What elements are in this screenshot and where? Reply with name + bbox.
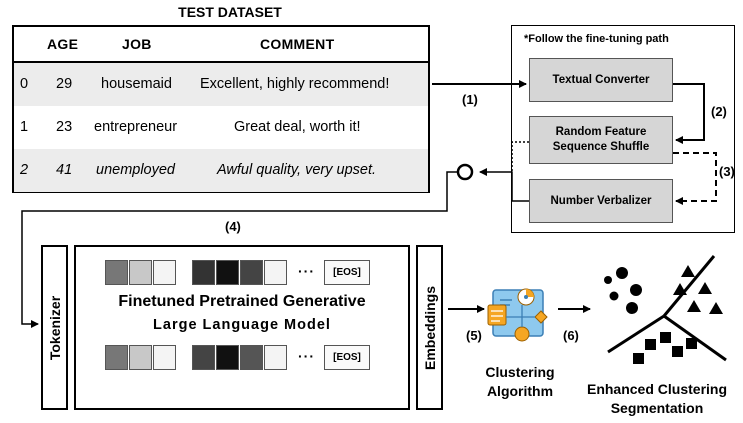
job-cell: unemployed xyxy=(96,162,175,178)
table-row: 1 23 entrepreneur Great deal, worth it! xyxy=(14,106,428,149)
junction-node xyxy=(456,163,474,181)
segmentation-plot xyxy=(604,255,727,364)
embedding-block xyxy=(153,345,176,370)
cluster-point-square xyxy=(645,339,656,350)
cluster-point-triangle xyxy=(681,265,695,277)
job-cell: entrepreneur xyxy=(94,119,178,135)
dataset-table: AGE JOB COMMENT 0 29 housemaid Excellent… xyxy=(12,25,430,193)
verbalizer-out-arrow xyxy=(479,168,529,202)
llm-title-line2: Large Language Model xyxy=(153,317,331,333)
cluster-point-circle xyxy=(626,302,638,314)
token-block xyxy=(129,260,152,285)
textual-converter-step: Textual Converter xyxy=(529,58,673,102)
arrow-4 xyxy=(21,171,458,328)
finetune-panel xyxy=(511,25,735,233)
clustering-algorithm-icon xyxy=(487,288,548,342)
age-cell: 23 xyxy=(56,119,73,135)
step-label-3: (3) xyxy=(719,164,735,179)
dataset-title: TEST DATASET xyxy=(178,4,282,20)
comment-cell: Awful quality, very upset. xyxy=(217,162,377,178)
job-cell: housemaid xyxy=(101,76,172,92)
token-block xyxy=(240,260,263,285)
eos-token: [EOS] xyxy=(324,260,370,285)
shuffle-step: Random Feature Sequence Shuffle xyxy=(529,116,673,164)
boundary-line xyxy=(607,314,665,354)
cluster-point-square xyxy=(672,346,683,357)
token-block xyxy=(264,260,287,285)
step-label-5: (5) xyxy=(466,328,482,343)
llm-title-line1: Finetuned Pretrained Generative xyxy=(118,293,366,310)
embedding-block xyxy=(105,345,128,370)
eos-token: [EOS] xyxy=(324,345,370,370)
algorithm-line2: Algorithm xyxy=(486,383,554,399)
token-block xyxy=(153,260,176,285)
row-index: 0 xyxy=(20,76,29,92)
cluster-point-triangle xyxy=(673,283,687,295)
embedding-block xyxy=(192,345,215,370)
cluster-point-square xyxy=(633,353,644,364)
enhanced-segmentation-label: Enhanced Clustering Segmentation xyxy=(574,380,740,418)
embedding-block xyxy=(240,345,263,370)
age-header: AGE xyxy=(47,36,79,52)
boundary-line xyxy=(662,255,716,317)
comment-cell: Excellent, highly recommend! xyxy=(200,76,390,92)
ellipsis: ··· xyxy=(298,263,315,279)
cluster-point-triangle xyxy=(709,302,723,314)
number-verbalizer-step: Number Verbalizer xyxy=(529,179,673,223)
cluster-point-triangle xyxy=(687,300,701,312)
cluster-point-triangle xyxy=(698,282,712,294)
cluster-point-circle xyxy=(609,291,619,301)
comment-header: COMMENT xyxy=(260,36,335,52)
embedding-block xyxy=(264,345,287,370)
cluster-point-circle xyxy=(616,267,628,279)
result-line2: Segmentation xyxy=(610,400,704,416)
algorithm-line1: Clustering xyxy=(485,364,555,380)
textual-converter-label: Textual Converter xyxy=(552,73,650,86)
row-index: 2 xyxy=(20,162,29,178)
shuffle-label-line2: Sequence Shuffle xyxy=(552,141,650,153)
cluster-point-square xyxy=(660,332,671,343)
cluster-point-circle xyxy=(630,284,642,296)
arrow-2 xyxy=(673,83,705,144)
arrow-3 xyxy=(673,152,717,205)
job-header: JOB xyxy=(122,36,152,52)
step-label-4: (4) xyxy=(225,219,241,234)
cluster-point-circle xyxy=(604,276,612,284)
age-cell: 29 xyxy=(56,76,73,92)
token-block xyxy=(192,260,215,285)
embeddings-label: Embeddings xyxy=(421,285,438,370)
clustering-algorithm-label: Clustering Algorithm xyxy=(470,363,570,401)
number-verbalizer-label: Number Verbalizer xyxy=(550,194,652,207)
embedding-block xyxy=(129,345,152,370)
embeddings-box: Embeddings xyxy=(416,245,443,410)
table-row: 2 41 unemployed Awful quality, very upse… xyxy=(14,149,428,192)
age-cell: 41 xyxy=(56,162,73,178)
finetune-title: *Follow the fine-tuning path xyxy=(524,33,669,45)
token-block xyxy=(216,260,239,285)
tokenizer-label: Tokenizer xyxy=(46,295,63,360)
ellipsis: ··· xyxy=(298,348,315,364)
cluster-point-square xyxy=(686,338,697,349)
shuffle-label-line1: Random Feature xyxy=(555,126,647,138)
tokenizer-box: Tokenizer xyxy=(41,245,68,410)
embedding-block xyxy=(216,345,239,370)
step-label-6: (6) xyxy=(563,328,579,343)
header-divider xyxy=(14,61,428,63)
comment-cell: Great deal, worth it! xyxy=(234,119,361,135)
llm-box: ··· [EOS] Finetuned Pretrained Generativ… xyxy=(74,245,410,410)
step-label-2: (2) xyxy=(711,104,727,119)
table-row: 0 29 housemaid Excellent, highly recomme… xyxy=(14,63,428,106)
row-index: 1 xyxy=(20,119,29,135)
step-label-1: (1) xyxy=(462,92,478,107)
token-block xyxy=(105,260,128,285)
dotted-link xyxy=(511,141,529,172)
result-line1: Enhanced Clustering xyxy=(586,381,728,397)
